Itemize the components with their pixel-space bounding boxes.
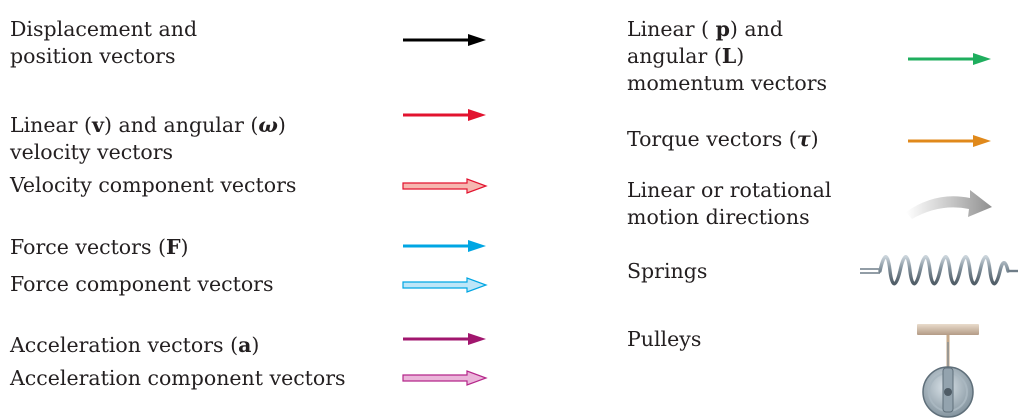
label-torque: Torque vectors (τ) xyxy=(627,127,819,151)
label-force: Force vectors (F) xyxy=(10,235,189,259)
force-arrow-icon xyxy=(403,240,486,252)
acceleration-component-arrow-icon xyxy=(402,370,488,386)
label-springs: Springs xyxy=(627,259,708,283)
displacement-arrow-icon xyxy=(403,34,486,46)
acceleration-arrow-icon xyxy=(403,333,486,345)
motion-direction-arrow-icon xyxy=(906,190,992,219)
label-pulleys: Pulleys xyxy=(627,327,702,351)
label-acceleration-component: Acceleration component vectors xyxy=(10,366,346,390)
label-acceleration: Acceleration vectors (a) xyxy=(10,333,260,357)
pulley-icon xyxy=(917,324,979,418)
force-component-arrow-icon xyxy=(402,277,488,293)
spring-icon xyxy=(860,255,1018,286)
label-momentum: Linear ( p) and angular (L) momentum vec… xyxy=(627,17,828,95)
label-displacement: Displacement and position vectors xyxy=(10,17,198,68)
velocity-component-arrow-icon xyxy=(402,178,488,194)
label-force-component: Force component vectors xyxy=(10,272,274,296)
label-velocity: Linear (v) and angular (ω) velocity vect… xyxy=(10,113,286,164)
momentum-arrow-icon xyxy=(908,53,991,65)
torque-arrow-icon xyxy=(908,135,991,147)
label-velocity-component: Velocity component vectors xyxy=(10,173,297,197)
label-motion: Linear or rotational motion directions xyxy=(627,178,832,229)
velocity-arrow-icon xyxy=(403,109,486,121)
